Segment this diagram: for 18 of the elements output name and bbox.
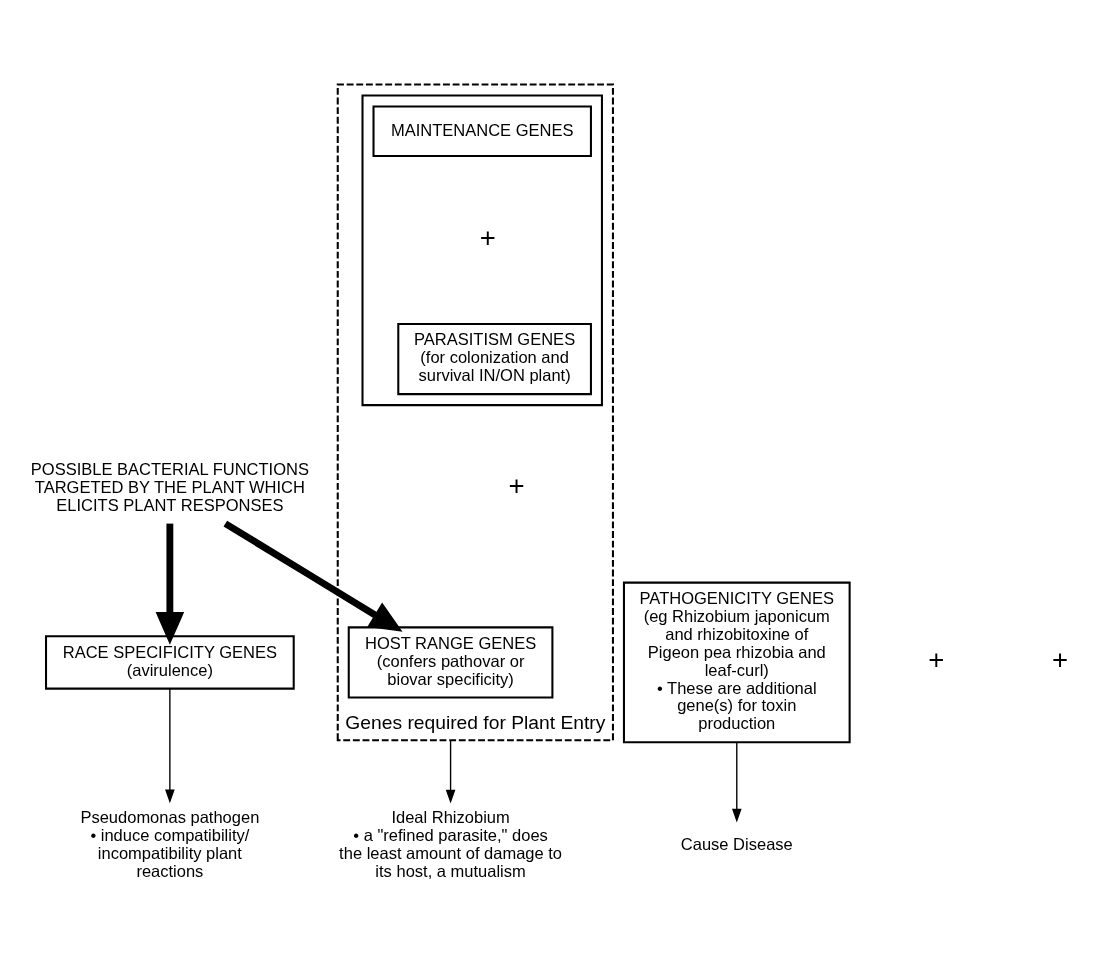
node-box: PATHOGENICITY GENES (eg Rhizobium japonicum and rhizobitoxine of Pigeon pea rhizobia and leaf-curl) • These are additional gene(s) for toxin production [622, 581, 851, 743]
arrow [731, 741, 742, 823]
label: + [928, 643, 945, 675]
node-box: MAINTENANCE GENES [372, 105, 592, 157]
label: + [508, 469, 525, 501]
arrow [445, 739, 456, 803]
node-text: POSSIBLE BACTERIAL FUNCTIONS TARGETED BY THE PLANT WHICH ELICITS PLANT RESPONSES [30, 459, 309, 514]
arrow [223, 520, 403, 632]
node-text: Pseudomonas pathogen • induce compatibility/ incompatibility plant reactions [80, 807, 260, 880]
label: + [1052, 643, 1069, 675]
node-text: Ideal Rhizobium • a "refined parasite," does the least amount of damage to its host, a mutualism [339, 807, 563, 880]
node-box: RACE SPECIFICITY GENES (avirulence) [45, 634, 295, 690]
node-text: Cause Disease [680, 834, 793, 853]
cluster [361, 94, 603, 406]
label: + [479, 221, 496, 253]
arrow [165, 687, 175, 803]
node-box: PARASITISM GENES (for colonization and survival IN/ON plant) [397, 322, 592, 395]
node-box: HOST RANGE GENES (confers pathovar or biovar specificity) [347, 625, 554, 699]
